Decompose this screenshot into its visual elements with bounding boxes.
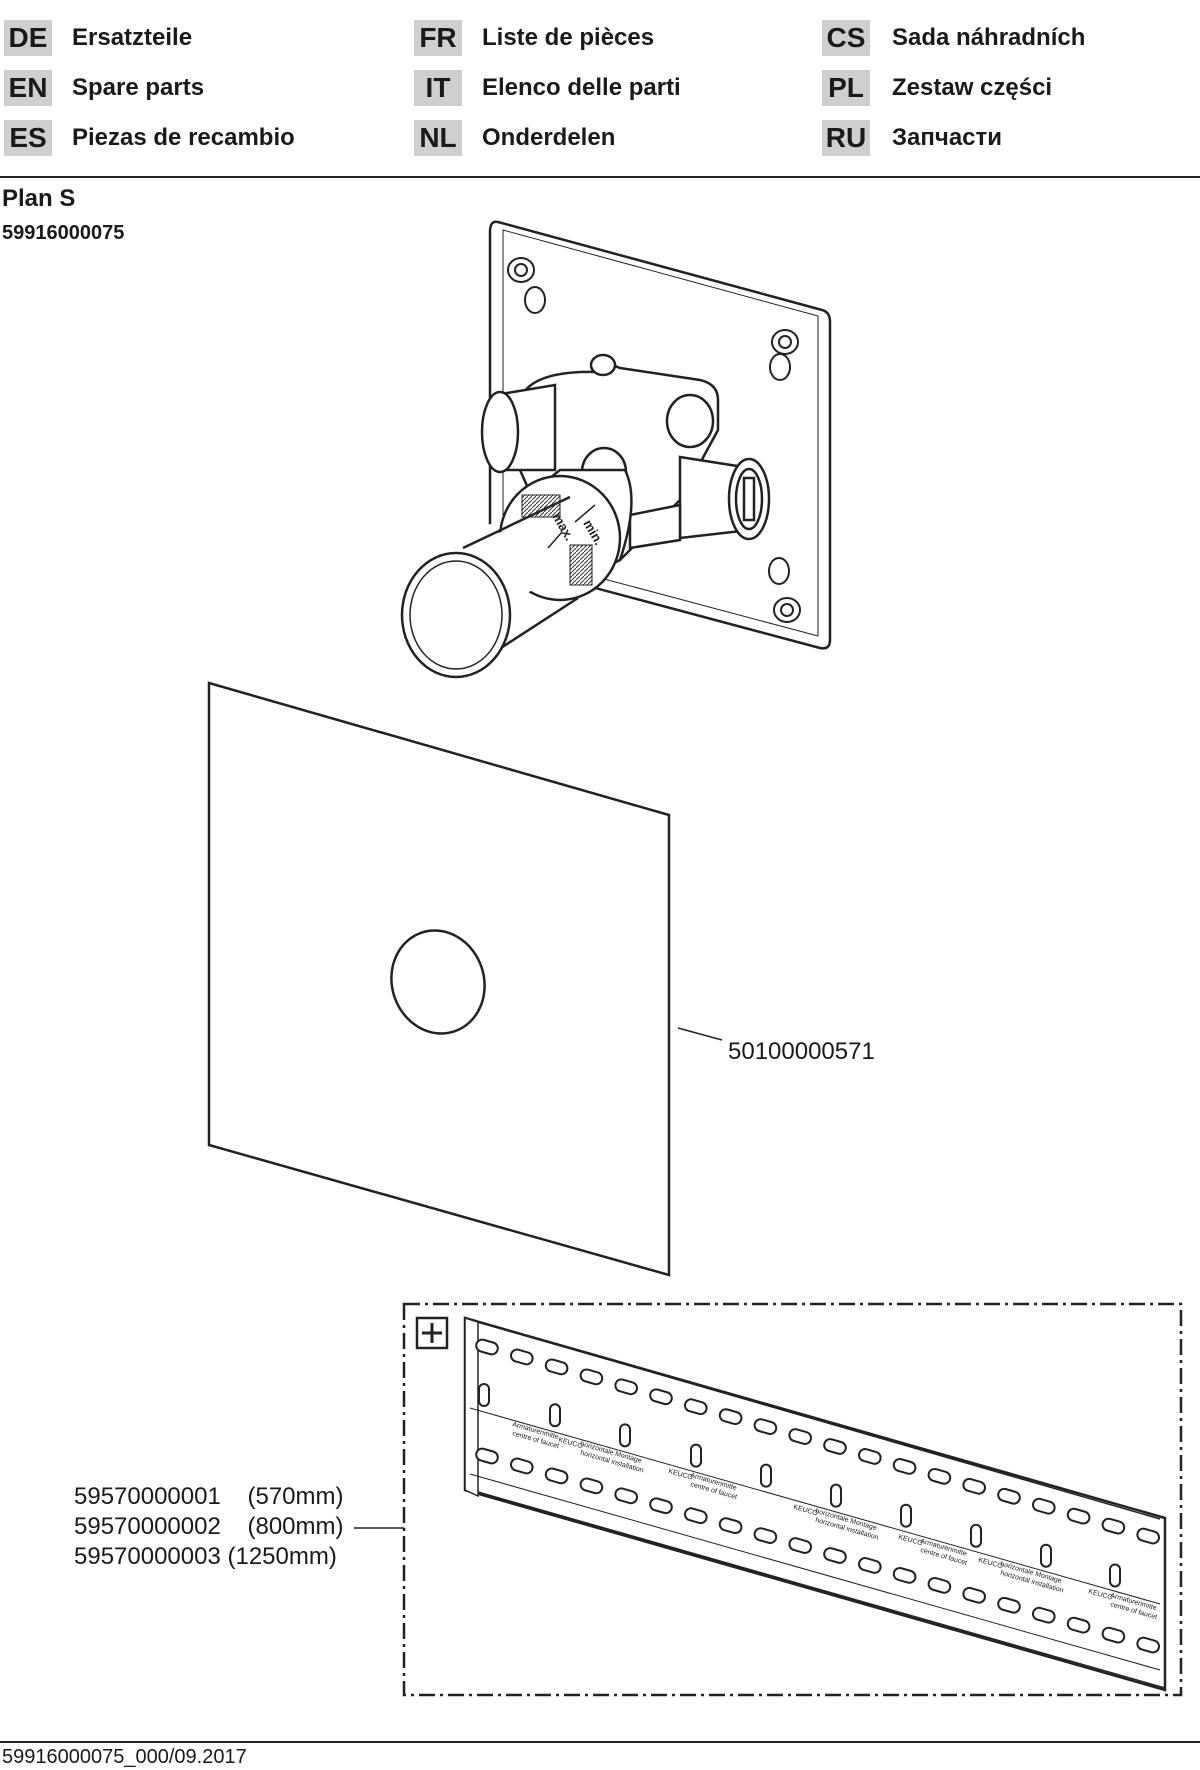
rail-slot [962,1586,987,1604]
part-number-rail-570: 59570000001 (570mm) [74,1483,344,1510]
lang-label-fr: Liste de pièces [482,24,655,51]
lang-label-cs: Sada náhradních [892,24,1086,51]
rail-slot [823,1547,847,1564]
part-number-rail-1250: 59570000003 (1250mm) [74,1543,337,1570]
footer-divider [0,1741,1200,1743]
rail-slot [509,1457,534,1475]
lang-code-es: ES [4,120,52,156]
lang-code-ru: RU [822,120,870,156]
rail-slot [509,1348,534,1366]
rail-slot [900,1503,912,1528]
lang-code-nl: NL [414,120,462,156]
rail-slot [544,1358,569,1376]
rail-slot [718,1517,743,1535]
lang-code-en: EN [4,70,52,106]
rail-slot [997,1596,1021,1614]
lang-label-de: Ersatzteile [72,24,193,51]
rail-slot [1066,1616,1091,1634]
rail-slot [823,1438,847,1455]
rail-slot [649,1497,673,1515]
rail-slot [857,1557,882,1574]
rail-slot [760,1463,772,1488]
rail-slots [475,1338,1161,1654]
rail-slot [475,1338,499,1356]
cover-plate-leader [677,1027,723,1041]
header-divider [0,176,1200,178]
rail-slot [830,1483,842,1508]
rail-option-box [402,1302,1183,1697]
rail-slot [690,1443,702,1468]
rail-slot [544,1467,569,1485]
rail-slot [1136,1527,1161,1545]
rail-slot [478,1383,490,1407]
lang-code-it: IT [414,70,462,106]
rail-slot [1101,1517,1126,1535]
rail-slot [1066,1507,1091,1525]
lang-label-it: Elenco delle parti [482,74,681,101]
rail-slot [649,1388,673,1406]
rail-slot [614,1378,639,1396]
rail-slot [892,1567,917,1584]
rail-slot [1031,1497,1056,1515]
lang-label-en: Spare parts [72,74,205,101]
rail-slot [753,1527,778,1544]
rail-slot [1040,1543,1052,1568]
add-option-icon [415,1316,449,1350]
rail-slot [718,1408,743,1426]
document-id: 59916000075_000/09.2017 [2,1746,247,1768]
thermostat-handle [400,474,622,679]
part-number-cover-plate: 50100000571 [728,1038,875,1065]
rail-slot [997,1487,1021,1505]
rail-slot [788,1537,813,1554]
rail-slot [1136,1636,1161,1654]
rail-slot [475,1447,499,1465]
lang-label-ru: Запчасти [892,124,1003,151]
cover-plate [207,681,671,1277]
rail-slot [753,1418,778,1435]
rail-slot [970,1523,982,1548]
rail-slot [1101,1626,1126,1644]
rail-slot [927,1467,952,1485]
rail-slot [683,1398,708,1416]
rail-slot [892,1458,917,1475]
rail-slot [1109,1563,1121,1588]
product-number: 59916000075 [2,222,125,244]
lang-code-pl: PL [822,70,870,106]
rail-slot [962,1477,987,1495]
rail-slot [683,1507,708,1525]
rail-slot [619,1423,631,1448]
lang-code-fr: FR [414,20,462,56]
rail-slot [579,1368,604,1386]
product-name: Plan S [2,185,76,212]
rail-slot [857,1448,882,1465]
rail-slot [1031,1606,1056,1624]
rail-slot [927,1576,952,1594]
lang-label-es: Piezas de recambio [72,124,295,151]
rail-slot [549,1403,561,1428]
rail-slot [614,1487,639,1505]
rail-slot [788,1428,813,1445]
mounting-screw-icon [507,257,801,623]
lang-label-pl: Zestaw części [892,74,1053,101]
rail-slot [579,1477,604,1495]
lang-label-nl: Onderdelen [482,124,616,151]
part-number-rail-800: 59570000002 (800mm) [74,1513,344,1540]
lang-code-cs: CS [822,20,870,56]
lang-code-de: DE [4,20,52,56]
